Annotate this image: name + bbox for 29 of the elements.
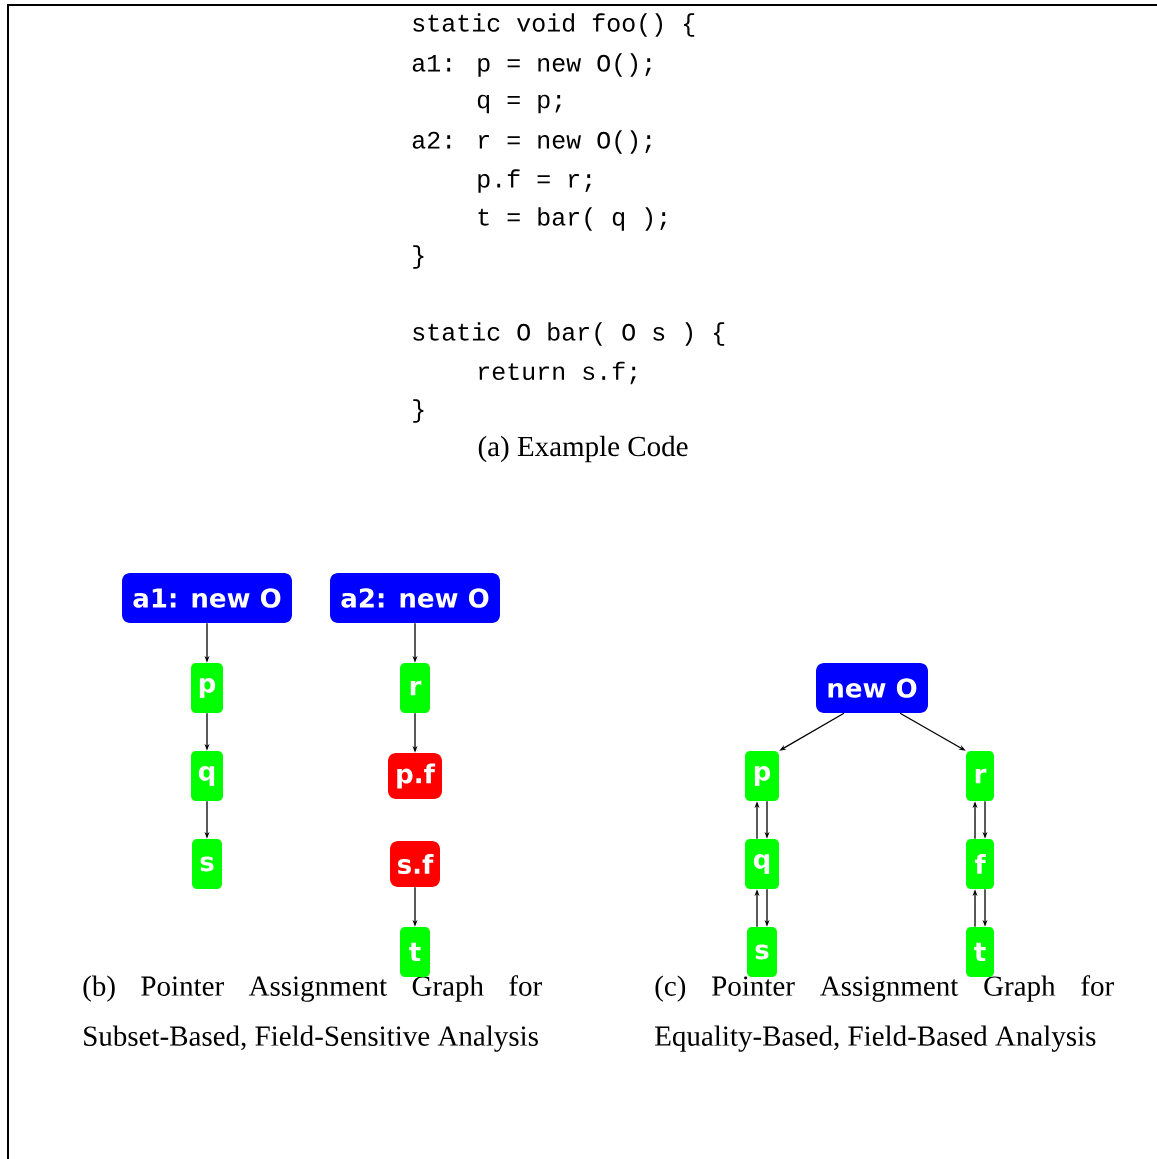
node-box: r bbox=[966, 751, 994, 801]
node-box: q bbox=[745, 839, 779, 889]
node-box: s.f bbox=[390, 841, 440, 887]
code-line: return s.f; bbox=[479, 361, 636, 385]
node-box: s bbox=[192, 839, 222, 889]
node-box: new O bbox=[816, 663, 928, 713]
code-line: p.f = r; bbox=[478, 169, 591, 193]
node-box: q bbox=[191, 751, 223, 801]
caption: (c) Pointer Assignment Graph for Equality-Based, Field-Based Analysis bbox=[655, 975, 1114, 1052]
node-box: a1: new O bbox=[122, 573, 292, 623]
code-line: a2: r = new O(); bbox=[412, 130, 651, 154]
caption: (b) Pointer Assignment Graph for Subset-Based, Field-Sensitive Analysis bbox=[83, 975, 542, 1052]
node-box: p bbox=[745, 751, 779, 801]
node-box: r bbox=[400, 663, 430, 713]
node-box: a2: new O bbox=[330, 573, 500, 623]
node-box: p bbox=[191, 663, 223, 713]
code-line: t = bar( q ); bbox=[478, 207, 666, 231]
node-box: p.f bbox=[388, 753, 442, 799]
code-line: static void foo() { bbox=[413, 13, 695, 37]
code-line: static O bar( O s ) { bbox=[413, 322, 725, 346]
node-box: t bbox=[966, 927, 994, 977]
node-box: t bbox=[400, 927, 430, 977]
node-box: s bbox=[747, 927, 777, 977]
node-box: f bbox=[966, 839, 994, 889]
code-line: q = p; bbox=[477, 94, 561, 114]
code-line: } bbox=[413, 399, 424, 423]
code-line: a1: p = new O(); bbox=[412, 53, 651, 77]
caption: (a) Example Code bbox=[478, 435, 688, 463]
code-line: } bbox=[413, 245, 424, 269]
